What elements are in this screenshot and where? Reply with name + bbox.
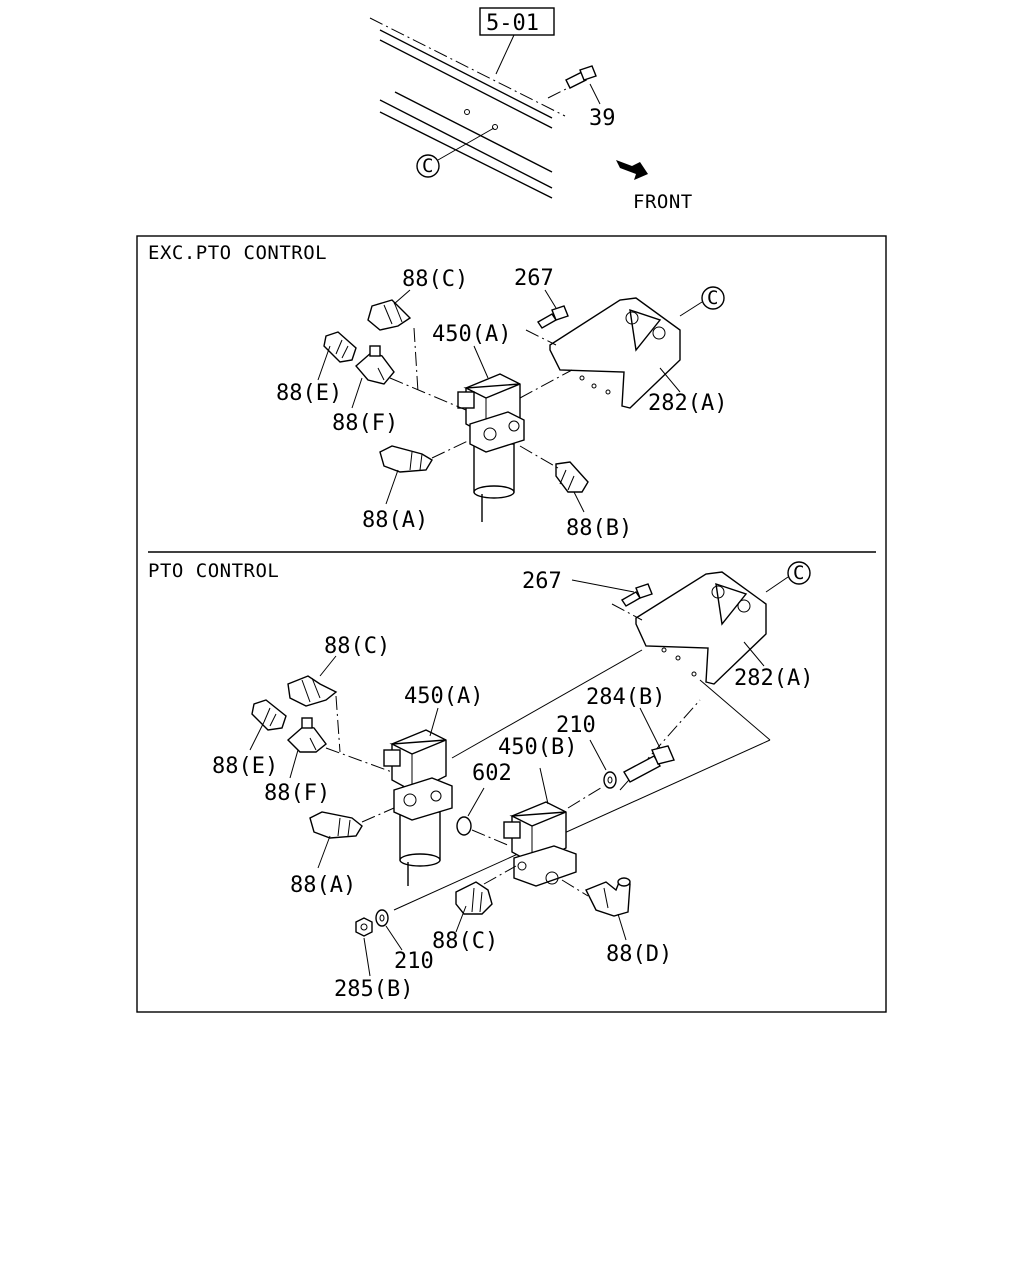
- bracket-282a-icon: [525, 297, 681, 409]
- label-285b: 285(B): [334, 977, 413, 1002]
- circle-c-text: C: [793, 562, 805, 584]
- label-39: 39: [589, 106, 616, 131]
- label-282a: 282(A): [734, 666, 813, 691]
- label-210-top: 210: [556, 713, 596, 738]
- label-267: 267: [514, 266, 554, 291]
- label-210-bottom: 210: [394, 949, 434, 974]
- ref-box: [479, 7, 555, 36]
- solenoid-valve-450a-icon: [383, 729, 453, 886]
- fitting-88f-icon: [286, 717, 327, 753]
- fitting-88d-icon: [585, 877, 631, 917]
- label-602: 602: [472, 761, 512, 786]
- label-88c-lower: 88(C): [432, 929, 498, 954]
- front-arrow-icon: [616, 160, 648, 180]
- label-88f: 88(F): [264, 781, 330, 806]
- nut-285b-icon: [355, 917, 373, 937]
- circle-c-marker: [787, 561, 811, 585]
- label-450a: 450(A): [432, 322, 511, 347]
- label-282a: 282(A): [648, 391, 727, 416]
- label-88b: 88(B): [566, 516, 632, 541]
- parts-frame: [136, 235, 887, 1013]
- label-88d: 88(D): [606, 942, 672, 967]
- fitting-88e-icon: [251, 699, 287, 731]
- bolt-284b-icon: [623, 745, 675, 783]
- label-450b: 450(B): [498, 735, 577, 760]
- frame-rail: [369, 17, 566, 199]
- fitting-88a-icon: [379, 445, 433, 473]
- circle-c-marker: [416, 154, 440, 178]
- bolt-267-icon: [621, 583, 653, 607]
- o-ring-602-icon: [456, 816, 472, 836]
- fitting-88e-icon: [323, 331, 357, 363]
- fitting-88c-icon: [367, 299, 412, 331]
- bracket-282a-icon: [611, 571, 767, 685]
- label-267: 267: [522, 569, 562, 594]
- label-450a: 450(A): [404, 684, 483, 709]
- circle-c-text: C: [422, 155, 434, 177]
- fitting-88a-icon: [309, 811, 363, 839]
- label-88c: 88(C): [324, 634, 390, 659]
- circle-c-text: C: [707, 287, 719, 309]
- solenoid-valve-450a-icon: [457, 373, 525, 522]
- label-88c: 88(C): [402, 267, 468, 292]
- washer-210-icon: [603, 771, 617, 789]
- bolt-267-icon: [537, 305, 569, 329]
- label-88a: 88(A): [362, 508, 428, 533]
- washer-210-icon: [375, 909, 389, 927]
- solenoid-valve-450b-icon: [503, 801, 577, 887]
- label-88e: 88(E): [212, 754, 278, 779]
- fitting-88c-lower-icon: [455, 881, 493, 915]
- panel-top-title: EXC.PTO CONTROL: [148, 242, 327, 264]
- label-88f: 88(F): [332, 411, 398, 436]
- circle-c-marker: [701, 286, 725, 310]
- label-284b: 284(B): [586, 685, 665, 710]
- label-88e: 88(E): [276, 381, 342, 406]
- bolt-39-icon: [547, 65, 597, 99]
- ref-box-label: 5-01: [486, 11, 539, 36]
- front-label: FRONT: [633, 191, 693, 213]
- panel-bottom-title: PTO CONTROL: [148, 560, 279, 582]
- fitting-88b-icon: [555, 461, 589, 493]
- label-88a: 88(A): [290, 873, 356, 898]
- fitting-88f-icon: [355, 345, 395, 385]
- fitting-88c-icon: [287, 675, 338, 707]
